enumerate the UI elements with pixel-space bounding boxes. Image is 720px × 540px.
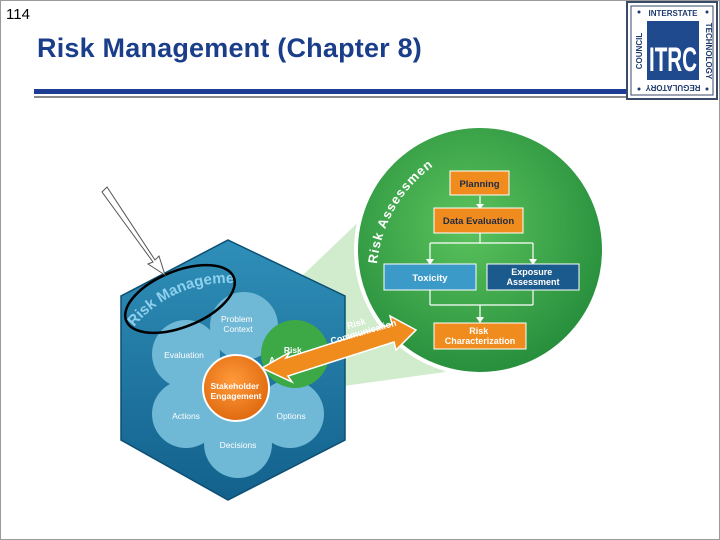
toxicity-label: Toxicity <box>412 273 448 284</box>
svg-text:Problem Context: Problem Context <box>221 314 255 334</box>
slide-number: 114 <box>6 6 30 23</box>
data-evaluation-box <box>433 207 524 234</box>
logo-bottom-text: REGULATORY <box>645 83 701 92</box>
petal-problem-label-2: Context <box>223 324 253 334</box>
data-evaluation-label: Data Evaluation <box>443 216 514 227</box>
risk-management-label: Risk Management <box>0 0 234 330</box>
logo-left-text: COUNCIL <box>635 33 644 70</box>
svg-text:Exposure Assessment: Exposure Assessment <box>506 267 559 287</box>
petal-decisions <box>204 410 272 478</box>
exposure-label-2: Assessment <box>506 277 559 287</box>
pointer-arrow <box>101 186 166 277</box>
characterization-label-2: Characterization <box>445 336 516 346</box>
stakeholder-label-2: Engagement <box>210 391 261 401</box>
stakeholder-engagement-circle <box>202 354 270 422</box>
svg-text:Risk Characterization: Risk Characterization <box>445 326 516 346</box>
planning-label: Planning <box>459 179 499 190</box>
svg-text:Risk Management: Risk Management <box>0 0 234 330</box>
title-rule <box>34 89 630 94</box>
petal-actions-label: Actions <box>172 411 200 421</box>
petal-options-label: Options <box>276 411 305 421</box>
highlight-ellipse <box>123 263 237 335</box>
logo-right-text: TECHNOLOGY <box>704 23 713 80</box>
exposure-assessment-box <box>486 263 580 291</box>
itrc-logo: ITRC INTERSTATE REGULATORY TECHNOLOGY CO… <box>626 1 718 100</box>
petal-problem-label-1: Problem <box>221 314 253 324</box>
exposure-label-1: Exposure <box>511 267 552 277</box>
logo-letters: ITRC <box>649 41 697 79</box>
stakeholder-label-1: Stakeholder <box>210 381 259 391</box>
svg-text:Stakeholder Engagement: Stakeholder Engagement <box>210 381 261 401</box>
petal-options <box>256 380 324 448</box>
planning-box <box>449 170 510 196</box>
risk-characterization-box <box>433 322 527 350</box>
petal-decisions-label: Decisions <box>220 440 257 450</box>
risk-assessment-circle <box>354 124 606 376</box>
risk-communication-arrow <box>260 314 418 384</box>
title-rule-shadow <box>34 96 630 98</box>
characterization-label-1: Risk <box>469 326 489 336</box>
petal-evaluation-label: Evaluation <box>164 350 204 360</box>
petal-evaluation <box>152 320 220 388</box>
petal-risk-label-1: Risk <box>284 345 302 355</box>
toxicity-box <box>383 263 477 291</box>
logo-top-text: INTERSTATE <box>648 9 698 18</box>
petal-problem-context <box>210 292 278 360</box>
flow-connectors <box>426 196 537 323</box>
petal-actions <box>152 380 220 448</box>
slide-title: Risk Management (Chapter 8) <box>37 33 422 63</box>
